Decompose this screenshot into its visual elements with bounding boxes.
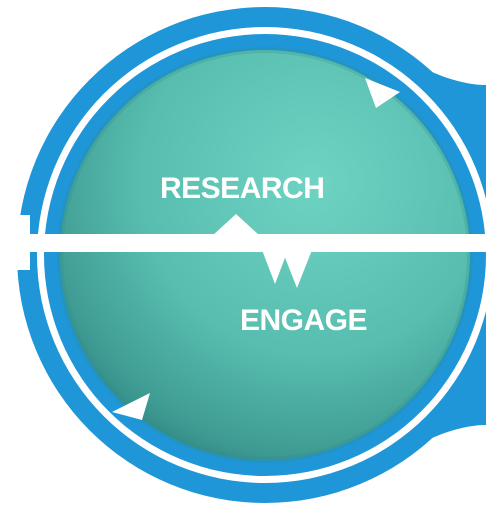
arrowhead-bottom-left-icon [112, 393, 150, 420]
engage-label: ENGAGE [240, 304, 367, 337]
down-arrow-notch [262, 250, 288, 284]
arrowhead-top-right-icon [365, 78, 400, 108]
research-label: RESEARCH [160, 172, 324, 205]
divider-band [14, 214, 486, 288]
up-arrow-notch [212, 214, 260, 236]
